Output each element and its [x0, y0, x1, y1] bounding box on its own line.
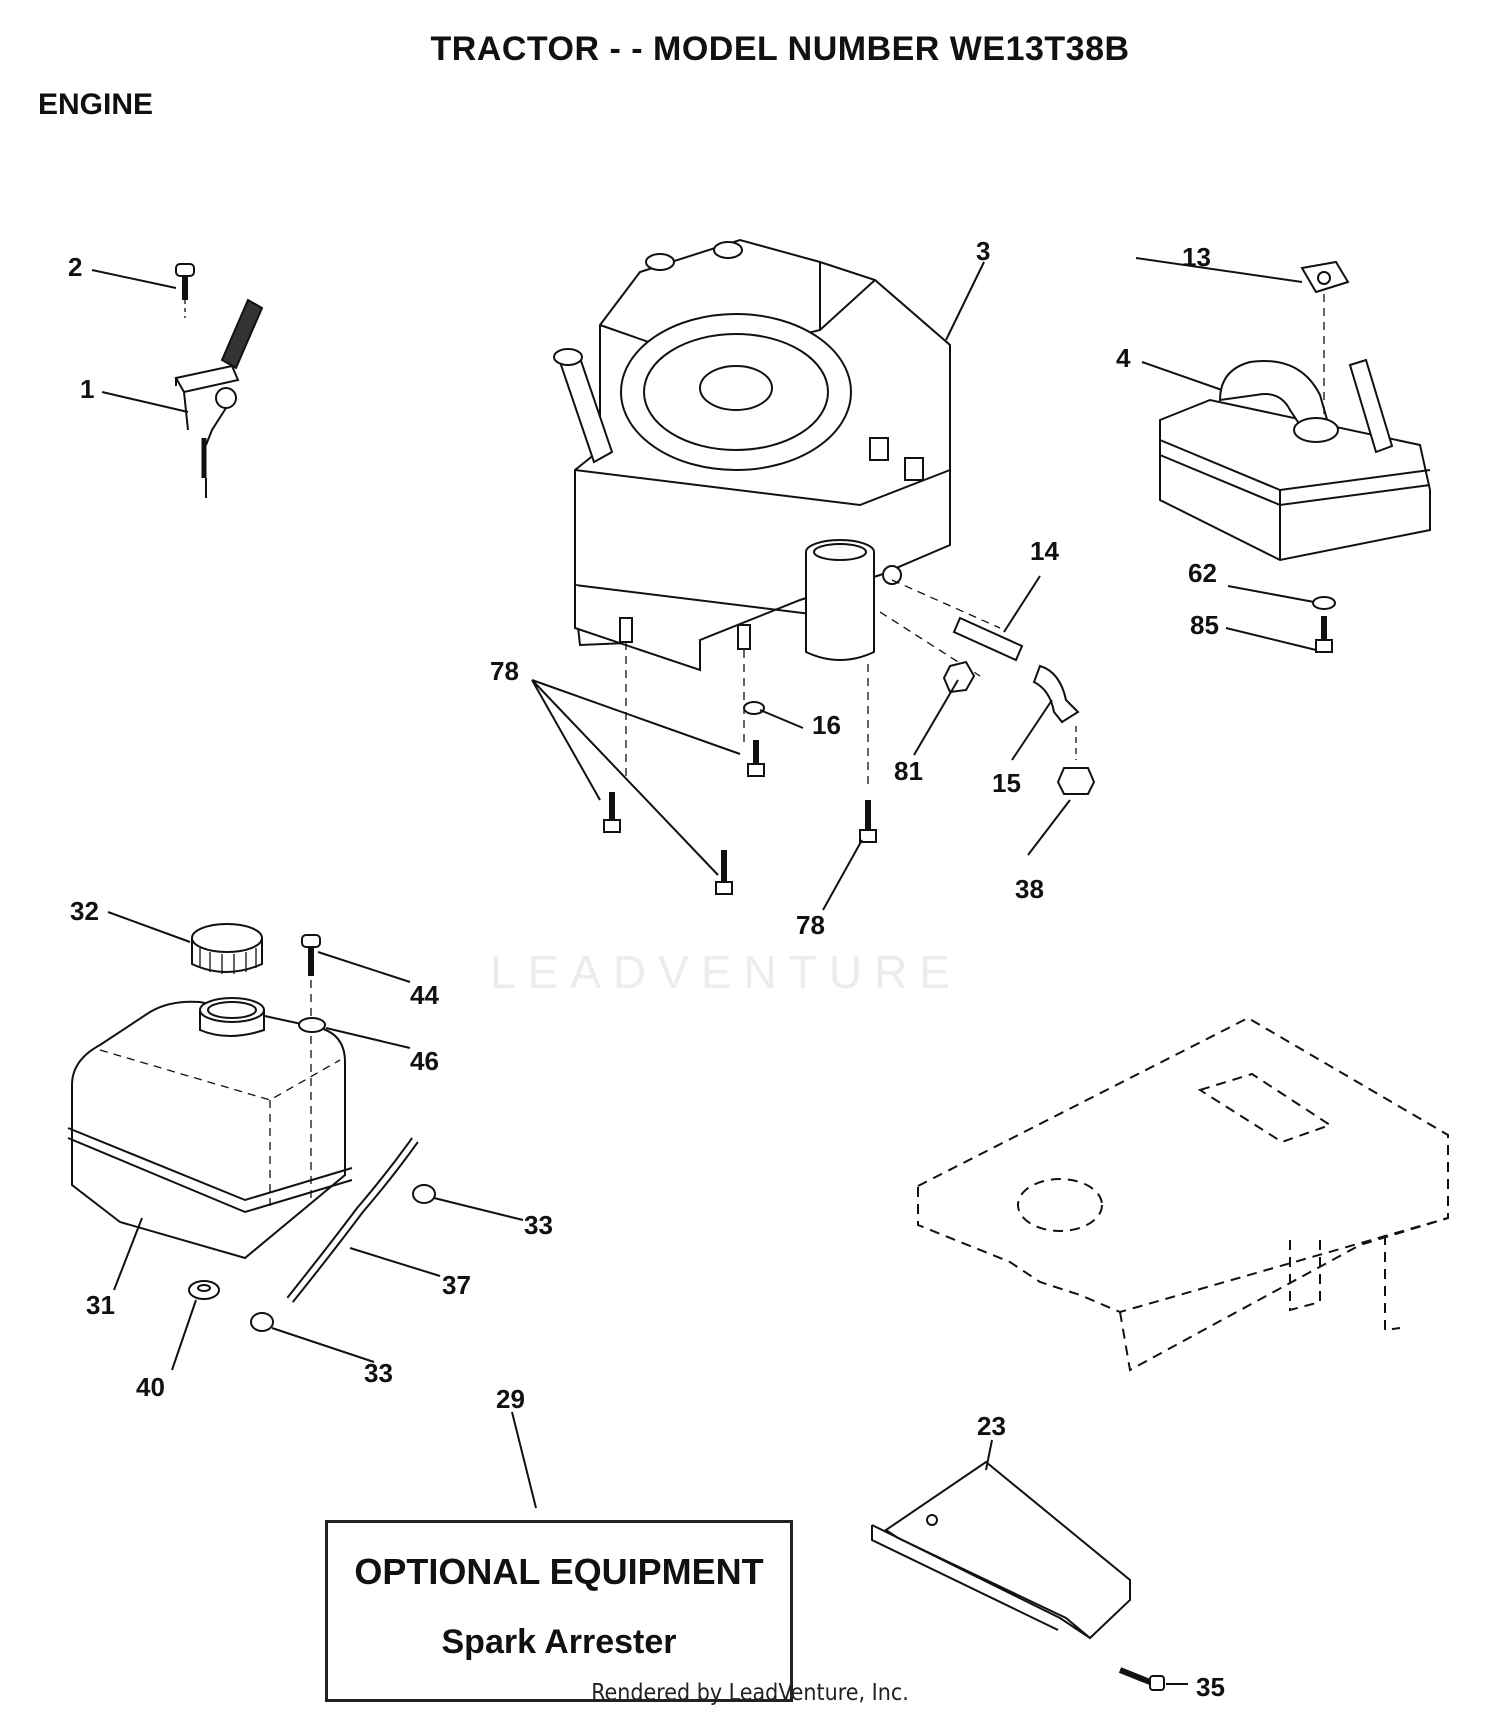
tank-washer-part	[298, 1017, 326, 1033]
muffler-bolt-part	[1315, 616, 1333, 653]
callout-44: 44	[410, 980, 439, 1010]
hose-clamp-top-part	[412, 1184, 436, 1204]
diagram-title: TRACTOR - - MODEL NUMBER WE13T38B	[430, 30, 1130, 68]
throttle-control-part	[174, 298, 264, 498]
optional-equipment-title: OPTIONAL EQUIPMENT	[354, 1551, 764, 1592]
bolt-d-part	[859, 800, 877, 843]
tank-screw-part	[301, 934, 321, 1200]
callout-3: 3	[976, 236, 991, 266]
flat-washer-part	[1312, 596, 1336, 610]
bolt-c-part	[715, 850, 733, 895]
pipe-nipple-part	[952, 616, 1024, 662]
hose-clamp-bottom-part	[250, 1312, 274, 1332]
callout-2: 2	[68, 252, 83, 282]
fuel-line-part	[286, 1137, 419, 1303]
leader-lines	[91, 257, 1317, 1685]
footer-credit: Rendered by LeadVenture, Inc.	[591, 1680, 909, 1706]
drain-fittings	[879, 579, 1096, 795]
grommet-part	[188, 1280, 220, 1300]
fuel-tank-part	[67, 997, 353, 1260]
callout-78-group: 78	[490, 656, 519, 686]
callout-46: 46	[410, 1046, 439, 1076]
callout-1: 1	[80, 374, 95, 404]
lock-washer-part	[743, 701, 765, 715]
watermark: LEADVENTURE	[490, 946, 962, 998]
callout-81: 81	[894, 756, 923, 786]
engine-part	[553, 238, 951, 672]
bolt-b-part	[747, 740, 765, 777]
callout-33-bottom: 33	[364, 1358, 393, 1388]
mounting-bolts	[603, 642, 877, 895]
callout-85: 85	[1190, 610, 1219, 640]
optional-equipment-item: Spark Arrester	[441, 1623, 677, 1661]
callout-40: 40	[136, 1372, 165, 1402]
callout-35: 35	[1196, 1672, 1225, 1702]
nut-part	[942, 660, 976, 694]
callout-15: 15	[992, 768, 1021, 798]
section-label: ENGINE	[38, 88, 154, 121]
gasket-part	[1300, 260, 1350, 420]
callout-13: 13	[1182, 242, 1211, 272]
frame-reference-dashed	[917, 1016, 1449, 1372]
elbow-part	[1032, 664, 1080, 724]
callout-38: 38	[1015, 874, 1044, 904]
callout-14: 14	[1030, 536, 1059, 566]
bolt-a-part	[603, 792, 621, 833]
spark-arrester-part	[871, 1460, 1131, 1640]
drain-plug-part	[1056, 767, 1096, 795]
callout-23: 23	[977, 1411, 1006, 1441]
callout-78-single: 78	[796, 910, 825, 940]
callout-32: 32	[70, 896, 99, 926]
callout-62: 62	[1188, 558, 1217, 588]
callout-16: 16	[812, 710, 841, 740]
callout-33-top: 33	[524, 1210, 553, 1240]
callout-37: 37	[442, 1270, 471, 1300]
arrester-screw-part	[1118, 1667, 1165, 1691]
callout-31: 31	[86, 1290, 115, 1320]
callout-29: 29	[496, 1384, 525, 1414]
fuel-cap-part	[191, 923, 263, 974]
muffler-part	[1159, 358, 1431, 562]
screw-part	[175, 263, 195, 318]
optional-equipment-box: OPTIONAL EQUIPMENT Spark Arrester	[325, 1520, 793, 1702]
callout-4: 4	[1116, 343, 1131, 373]
